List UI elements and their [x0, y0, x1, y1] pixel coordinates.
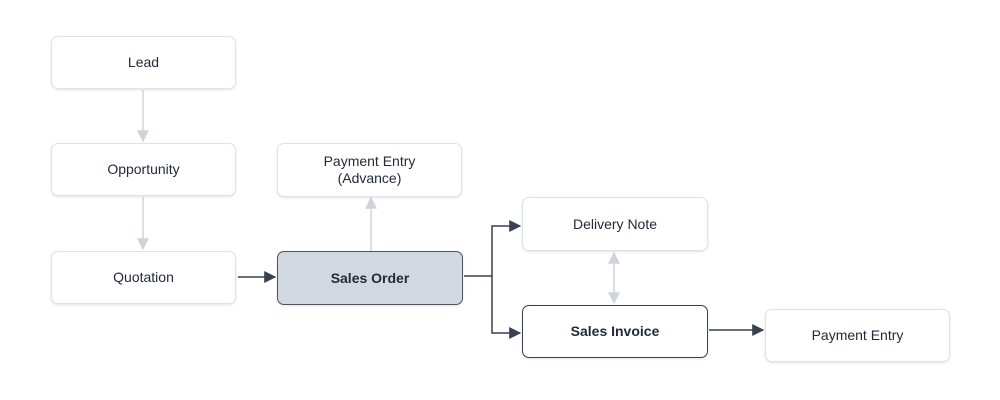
node-lead[interactable]: Lead — [51, 36, 236, 89]
node-sales-order[interactable]: Sales Order — [277, 251, 463, 305]
node-opportunity[interactable]: Opportunity — [51, 143, 236, 196]
node-sales-invoice[interactable]: Sales Invoice — [522, 305, 708, 358]
node-delivery-note[interactable]: Delivery Note — [522, 197, 708, 251]
node-payment-entry[interactable]: Payment Entry — [765, 309, 950, 362]
node-quotation[interactable]: Quotation — [51, 251, 236, 304]
arrow-sales-order-to-sales-invoice — [491, 276, 522, 339]
node-payment-entry-advance[interactable]: Payment Entry (Advance) — [277, 143, 462, 197]
arrow-sales-order-to-delivery-note — [464, 220, 522, 277]
